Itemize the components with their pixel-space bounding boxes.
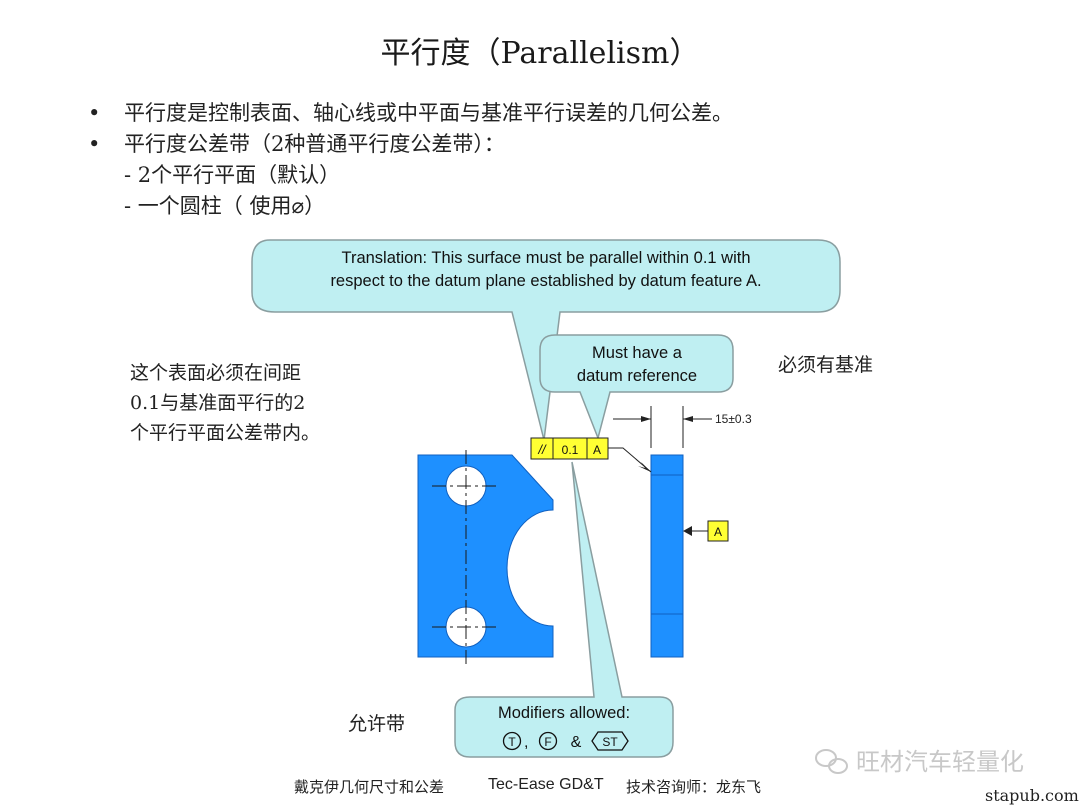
modifier-ampersand: & bbox=[571, 734, 582, 751]
dimension-arrow-icon bbox=[641, 416, 651, 422]
datum-callout bbox=[539, 334, 734, 441]
sub-item: - 2个平行平面（默认） bbox=[124, 163, 341, 187]
fcf-tolerance: 0.1 bbox=[562, 443, 579, 457]
modifier-separator: , bbox=[524, 734, 528, 751]
fcf-leader bbox=[608, 447, 652, 473]
surface-note: 这个表面必须在间距 0.1与基准面平行的2 个平行平面公差带内。 bbox=[130, 362, 321, 444]
bullet-dot: • bbox=[88, 101, 101, 125]
part-front-view bbox=[417, 454, 554, 658]
datum-triangle-icon bbox=[683, 526, 692, 536]
dimension-value: 15±0.3 bbox=[715, 412, 752, 426]
dimension-arrow-icon bbox=[683, 416, 693, 422]
bullet-item: •平行度公差带（2种普通平行度公差带）： bbox=[88, 129, 733, 160]
sub-item: - 一个圆柱（ 使用⌀） bbox=[124, 194, 326, 218]
fcf-datum: A bbox=[593, 443, 601, 457]
translation-text-2: respect to the datum plane established b… bbox=[330, 272, 761, 290]
modifier-f-icon: F bbox=[538, 731, 558, 751]
modifiers-title: Modifiers allowed: bbox=[498, 704, 630, 722]
footer-left: 戴克伊几何尺寸和公差 bbox=[294, 778, 445, 796]
svg-text:ST: ST bbox=[602, 735, 618, 749]
page-title: 平行度（Parallelism） bbox=[380, 36, 700, 71]
datum-box bbox=[707, 520, 729, 542]
datum-required-note: 必须有基准 bbox=[778, 354, 874, 376]
datum-callout-text-2: datum reference bbox=[577, 367, 697, 385]
svg-text:F: F bbox=[544, 735, 551, 749]
bullet-dot: • bbox=[88, 132, 101, 156]
datum-callout-text-1: Must have a bbox=[592, 344, 683, 362]
bullet-item: •平行度是控制表面、轴心线或中平面与基准平行误差的几何公差。 bbox=[88, 98, 733, 129]
allowed-zone-note: 允许带 bbox=[348, 713, 406, 735]
leader-arrow-icon bbox=[638, 462, 651, 472]
watermark-text: 旺材汽车轻量化 bbox=[856, 748, 1024, 776]
feature-control-frame: // 0.1 A bbox=[530, 437, 609, 460]
dimension-lines bbox=[613, 406, 712, 448]
centerlines bbox=[432, 450, 500, 668]
wechat-logo-icon bbox=[815, 749, 848, 774]
parallelism-symbol-icon: // bbox=[537, 442, 547, 457]
site-link[interactable]: stapub.com bbox=[985, 786, 1079, 805]
modifier-t-icon: T bbox=[502, 731, 522, 751]
modifiers-callout bbox=[454, 461, 674, 758]
svg-text:T: T bbox=[508, 735, 516, 749]
footer-right: 技术咨询师：龙东飞 bbox=[626, 778, 762, 796]
datum-label: A bbox=[714, 525, 722, 539]
translation-text-1: Translation: This surface must be parall… bbox=[341, 249, 750, 267]
modifier-st-icon: ST bbox=[591, 731, 629, 751]
part-side-view bbox=[650, 454, 684, 658]
footer-center: Tec-Ease GD&T bbox=[488, 776, 604, 793]
bullet-list: •平行度是控制表面、轴心线或中平面与基准平行误差的几何公差。 •平行度公差带（2… bbox=[88, 98, 733, 222]
